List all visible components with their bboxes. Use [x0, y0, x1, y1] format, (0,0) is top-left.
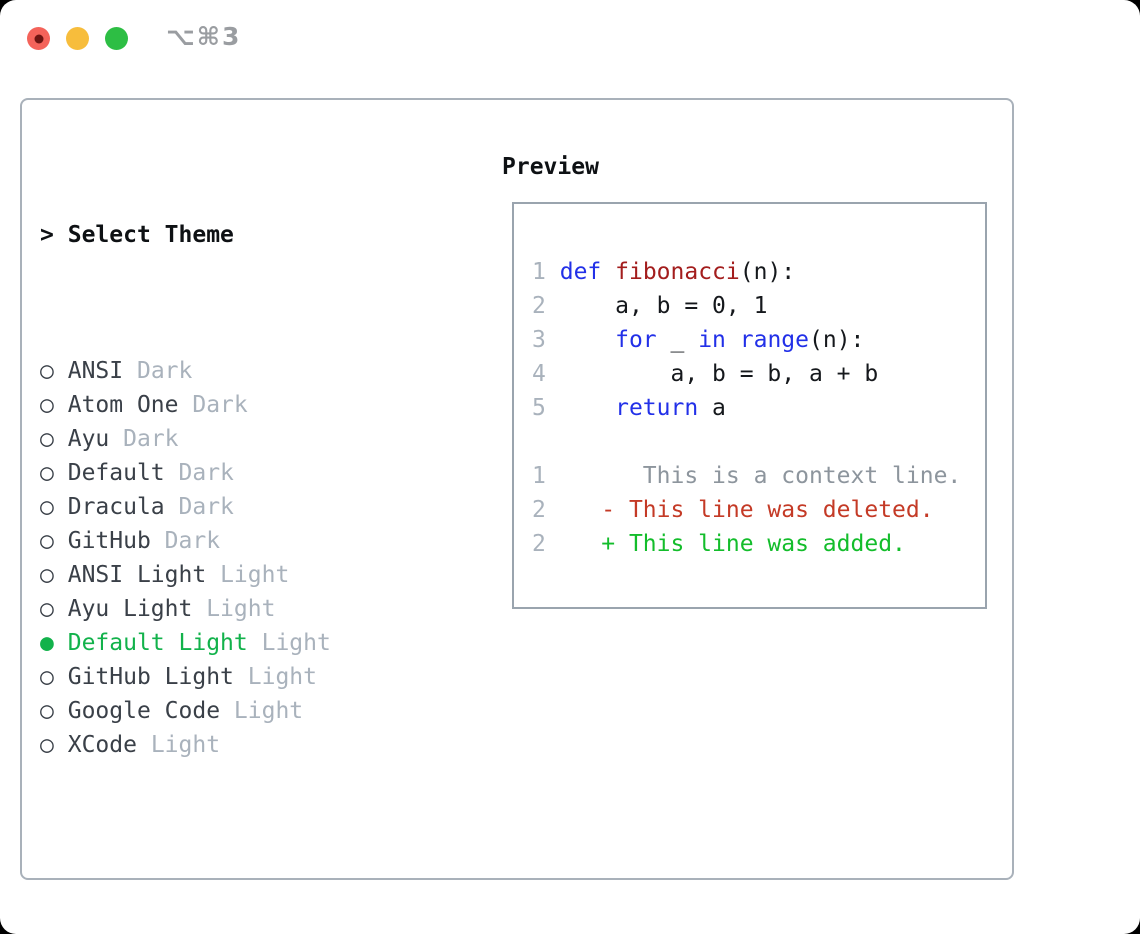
select-theme-heading: > Select Theme — [40, 218, 500, 252]
theme-option-variant: Dark — [178, 460, 234, 486]
theme-option-name: Ayu Light — [67, 596, 193, 622]
radio-unselected-icon: ○ — [40, 732, 54, 758]
theme-option[interactable]: ○ Google Code Light — [40, 694, 500, 728]
theme-option[interactable]: ● Default Light Light — [40, 626, 500, 660]
radio-unselected-icon: ○ — [40, 664, 54, 690]
theme-option-variant: Dark — [123, 426, 179, 452]
theme-option-name: GitHub — [67, 528, 151, 554]
radio-unselected-icon: ○ — [40, 698, 54, 724]
theme-option-name: Ayu — [67, 426, 110, 452]
maximize-button[interactable] — [105, 27, 128, 50]
theme-option-variant: Light — [261, 630, 331, 656]
theme-option-name: ANSI — [67, 358, 124, 384]
radio-unselected-icon: ○ — [40, 426, 54, 452]
close-button[interactable] — [27, 27, 50, 50]
preview-line: 2 + This line was added. — [532, 531, 906, 557]
theme-option[interactable]: ○ XCode Light — [40, 728, 500, 762]
radio-unselected-icon: ○ — [40, 460, 54, 486]
window-shortcut-label: ⌥⌘3 — [166, 22, 242, 51]
preview-line: 1 This is a context line. — [532, 463, 962, 489]
preview-line: 5 return a — [532, 395, 726, 421]
spacer — [40, 864, 500, 898]
theme-option-variant: Light — [233, 698, 304, 724]
theme-option[interactable]: ○ Dracula Dark — [40, 490, 500, 524]
preview-line: 4 a, b = b, a + b — [532, 361, 879, 387]
focus-caret-icon: > — [40, 222, 54, 248]
selector-column: > Select Theme ○ ANSI Dark○ Atom One Dar… — [40, 150, 500, 934]
preview-line: 2 - This line was deleted. — [532, 497, 934, 523]
radio-unselected-icon: ○ — [40, 358, 54, 384]
theme-option[interactable]: ○ Default Dark — [40, 456, 500, 490]
theme-option[interactable]: ○ Ayu Light Light — [40, 592, 500, 626]
preview-heading: Preview — [502, 154, 599, 180]
theme-option[interactable]: ○ Atom One Dark — [40, 388, 500, 422]
radio-unselected-icon: ○ — [40, 494, 54, 520]
theme-option[interactable]: ○ ANSI Light Light — [40, 558, 500, 592]
theme-option[interactable]: ○ GitHub Light Light — [40, 660, 500, 694]
radio-selected-icon: ● — [40, 630, 54, 656]
radio-unselected-icon: ○ — [40, 528, 54, 554]
blank-line — [532, 425, 961, 459]
theme-option-variant: Dark — [164, 528, 221, 554]
theme-option[interactable]: ○ ANSI Dark — [40, 354, 500, 388]
radio-unselected-icon: ○ — [40, 562, 54, 588]
radio-unselected-icon: ○ — [40, 392, 54, 418]
preview-line: 3 for _ in range(n): — [532, 327, 865, 353]
theme-option-name: ANSI Light — [67, 562, 207, 588]
theme-option-variant: Light — [206, 596, 276, 622]
theme-option-variant: Dark — [178, 494, 234, 520]
theme-option-variant: Dark — [136, 358, 193, 384]
theme-option-name: Default Light — [67, 630, 248, 656]
minimize-button[interactable] — [66, 27, 89, 50]
preview-code-area: 1 def fibonacci(n): 2 a, b = 0, 1 3 for _ … — [532, 255, 961, 561]
theme-option-variant: Dark — [192, 392, 248, 418]
theme-option[interactable]: ○ GitHub Dark — [40, 524, 500, 558]
theme-option-name: XCode — [67, 732, 137, 758]
theme-list: ○ ANSI Dark○ Atom One Dark○ Ayu Dark○ De… — [40, 354, 500, 762]
preview-pane: 1 def fibonacci(n): 2 a, b = 0, 1 3 for _ … — [512, 202, 987, 609]
theme-option-variant: Light — [150, 732, 221, 758]
theme-option-variant: Light — [247, 664, 317, 690]
radio-unselected-icon: ○ — [40, 596, 54, 622]
theme-option-variant: Light — [220, 562, 290, 588]
theme-option-name: GitHub Light — [67, 664, 234, 690]
theme-option-name: Dracula — [67, 494, 165, 520]
close-dot-icon — [34, 34, 43, 43]
theme-option-name: Atom One — [67, 392, 179, 418]
theme-option-name: Default — [67, 460, 165, 486]
theme-option[interactable]: ○ Ayu Dark — [40, 422, 500, 456]
preview-line: 1 def fibonacci(n): — [532, 259, 796, 285]
preview-line: 2 a, b = 0, 1 — [532, 293, 768, 319]
select-theme-heading-label: Select Theme — [67, 222, 234, 248]
theme-picker-panel: > Select Theme ○ ANSI Dark○ Atom One Dar… — [20, 98, 1014, 880]
title-bar: ⌥⌘3 — [0, 0, 1140, 70]
theme-option-name: Google Code — [67, 698, 221, 724]
